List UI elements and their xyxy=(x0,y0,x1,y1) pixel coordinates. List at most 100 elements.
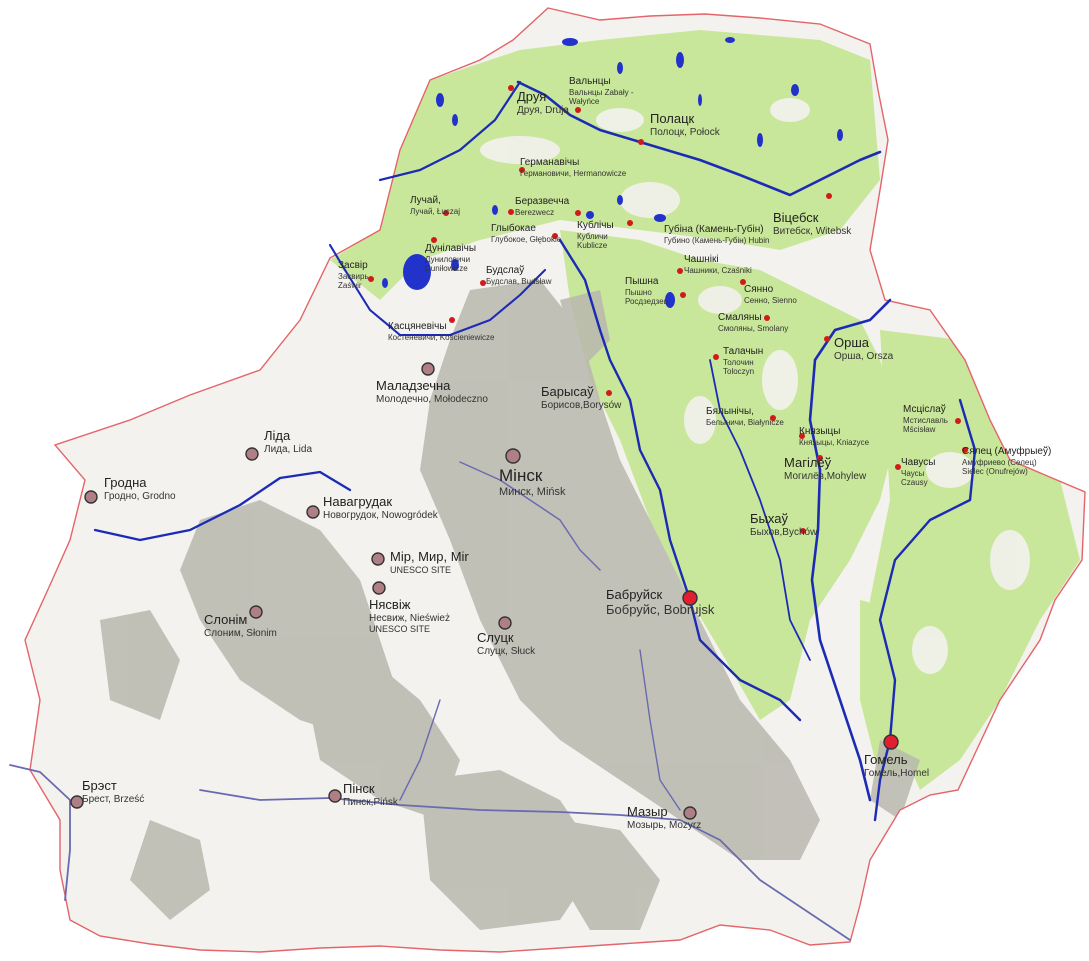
label-budslau: Будслаў Будслав, Budsław xyxy=(486,265,552,286)
marker-pyshna xyxy=(680,292,686,298)
label-kastsianevichy: Касцяневічы Костеневичи, Kościeniewicze xyxy=(388,321,495,342)
unesco-tag: UNESCO SITE xyxy=(390,564,452,575)
label-barysau: Барысаў Борисов,Borysów xyxy=(541,384,622,411)
marker-luchai xyxy=(443,210,449,216)
label-hlybokae: Глыбокае Глубокое, Głębokie xyxy=(491,223,561,244)
place-subname: Могилёв,Mohylew xyxy=(784,470,867,482)
label-mazyr: Мазыр Мозырь, Mozyrz xyxy=(627,804,701,831)
place-subname: Гродно, Grodno xyxy=(104,490,176,502)
place-name: Сянно xyxy=(744,284,774,295)
river-pripyat xyxy=(199,789,851,941)
marker-kublichy xyxy=(575,210,581,216)
place-name: Князыцы xyxy=(799,426,841,437)
place-subname: Амуфриево (Селец) Sielec (Onufrejów) xyxy=(962,457,1037,476)
place-name: Пінск xyxy=(343,781,375,796)
place-subname: Несвиж, Nieśwież xyxy=(369,612,450,624)
marker-minsk xyxy=(505,448,521,464)
river-berezina xyxy=(558,238,802,722)
place-subname: Чашники, Czaśniki xyxy=(684,265,752,275)
place-subname: Витебск, Witebsk xyxy=(773,225,852,237)
label-slutsk: Слуцк Слуцк, Słuck xyxy=(477,630,536,657)
place-name: Дунілавічы xyxy=(425,243,477,254)
river-daugava-west xyxy=(378,80,522,182)
marker-hermanavichy xyxy=(519,167,525,173)
marker-chashniki xyxy=(677,268,683,274)
label-navahrudak: Навагрудак Новогрудок, Nowogródek xyxy=(323,494,438,521)
marker-bykhau xyxy=(800,528,806,534)
place-name: Чашнікі xyxy=(684,254,719,265)
marker-homel xyxy=(883,734,899,750)
label-polatsk: Полацк Полоцк, Połock xyxy=(650,111,720,138)
marker-chavusy xyxy=(895,464,901,470)
marker-barysau xyxy=(606,390,612,396)
river-daugava xyxy=(516,80,882,197)
place-subname: Глубокое, Głębokie xyxy=(491,234,562,244)
label-smaliany: Смаляны Смоляны, Smolany xyxy=(718,312,788,333)
label-minsk: Мінск Минск, Mińsk xyxy=(499,466,566,498)
place-name: Мсціслаў xyxy=(903,404,946,415)
label-hubina: Губіна (Камень-Губін) Губино (Камень-Губ… xyxy=(664,224,776,245)
place-name: Віцебск xyxy=(773,210,819,225)
label-hrodna: Гродна Гродно, Grodno xyxy=(104,475,176,502)
place-name: Навагрудак xyxy=(323,494,393,509)
label-dunilavichy: Дунілавічы Дуниловичи Duniłowicze xyxy=(425,243,485,273)
place-name: Лучай, xyxy=(410,195,441,206)
place-name: Будслаў xyxy=(486,265,525,276)
place-name: Засвір xyxy=(338,260,368,271)
marker-vitsebsk xyxy=(826,193,832,199)
place-subname: Дуниловичи Duniłowicze xyxy=(425,254,471,273)
place-name: Сялец (Амуфрыеў) xyxy=(962,446,1052,457)
place-name: Нясвіж xyxy=(369,597,411,612)
country-border xyxy=(24,7,1086,953)
marker-orsha xyxy=(824,336,830,342)
marker-mstsislau xyxy=(955,418,961,424)
place-subname: Слуцк, Słuck xyxy=(477,645,536,657)
place-subname: Борисов,Borysów xyxy=(541,399,622,411)
place-name: Губіна (Камень-Губін) xyxy=(664,224,764,235)
marker-smaliany xyxy=(764,315,770,321)
marker-sialets xyxy=(962,447,968,453)
marker-berazvechcha xyxy=(508,209,514,215)
place-subname: Минск, Mińsk xyxy=(499,485,566,498)
place-name: Орша xyxy=(834,335,870,350)
river-sozh xyxy=(873,398,977,822)
place-subname: Слоним, Słonim xyxy=(204,627,277,639)
place-name: Бабруйск xyxy=(606,587,663,602)
place-subname: Мстиславль Mścisław xyxy=(903,415,948,434)
place-subname: Брест, Brześć xyxy=(82,793,145,805)
city-markers-small xyxy=(368,85,968,534)
river-ptsich xyxy=(639,649,681,811)
label-talachyn: Талачын Толочин Toloczyn xyxy=(723,346,763,376)
place-subname: Белыничи, Białynicze xyxy=(706,417,784,427)
marker-sianno xyxy=(740,279,746,285)
place-subname: Засвирь Zaświr xyxy=(338,271,369,290)
place-subname: Костеневичи, Kościeniewicze xyxy=(388,332,495,342)
label-bykhau: Быхаў Быхов,Bychów xyxy=(750,511,817,538)
marker-navahrudak xyxy=(306,505,320,519)
place-subname: Германовичи, Hermanowicze xyxy=(520,168,627,178)
place-subname: Сенно, Sienno xyxy=(744,295,797,305)
river-drut xyxy=(709,359,811,661)
place-subname: Смоляны, Smolany xyxy=(718,323,789,333)
marker-niasvizh xyxy=(372,581,386,595)
marker-bialynichy xyxy=(770,415,776,421)
place-subname: Орша, Orsza xyxy=(834,350,894,362)
label-mstsislau: Мсціслаў Мстиславль Mścisław xyxy=(903,404,955,434)
marker-lida xyxy=(245,447,259,461)
place-name: Гродна xyxy=(104,475,147,490)
label-niasvizh: Нясвіж Несвиж, Nieśwież UNESCO SITE xyxy=(369,597,450,635)
label-druya: Друя Друя, Druja xyxy=(517,89,569,116)
label-pyshna: Пышна Пышно Росдзедзец xyxy=(625,276,675,306)
place-name: Касцяневічы xyxy=(388,321,447,332)
label-orsha: Орша Орша, Orsza xyxy=(834,335,894,362)
marker-hrodna xyxy=(84,490,98,504)
place-name: Гомель xyxy=(864,752,908,767)
city-markers-regional xyxy=(682,590,899,750)
unesco-tag: UNESCO SITE xyxy=(369,624,431,635)
label-maladzechna: Маладзечна Молодечно, Mołodeczno xyxy=(376,378,488,405)
marker-polatsk xyxy=(638,139,644,145)
place-name: Брэст xyxy=(82,778,117,793)
place-name: Пышна xyxy=(625,276,659,287)
